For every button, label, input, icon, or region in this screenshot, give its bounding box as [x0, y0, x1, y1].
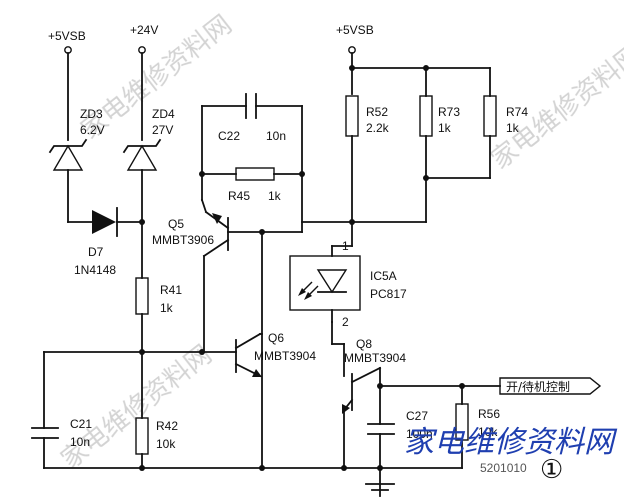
resistor-r45: R45 1k	[201, 167, 303, 203]
component-value: 1k	[506, 121, 520, 135]
component-ref: ZD3	[80, 107, 103, 121]
component-value: 1N4148	[74, 263, 116, 277]
component-ref: R45	[228, 189, 250, 203]
resistor-r73: R73 1k	[301, 67, 460, 223]
resistor-r52: R52 2.2k	[345, 95, 390, 247]
component-value: 1k	[160, 301, 174, 315]
zener-zd4: ZD4 27V	[122, 107, 175, 279]
rail-label: +5VSB	[48, 29, 86, 43]
diode-d7: D7 1N4148	[74, 207, 145, 277]
component-ref: IC5A	[370, 269, 397, 283]
zener-diode-icon	[126, 144, 158, 171]
signal-label: 开/待机控制	[506, 380, 570, 394]
component-ref: C22	[218, 129, 240, 143]
rail-5vsb-right: +5VSB	[336, 23, 491, 95]
capacitor-c22: C22 10n	[201, 93, 303, 143]
resistor-icon	[345, 95, 359, 137]
zener-diode-icon	[52, 144, 84, 171]
rail-24v: +24V	[130, 23, 158, 141]
watermark-text: 家电维修资料网	[56, 340, 218, 476]
component-ref: C21	[70, 417, 92, 431]
junction-dot	[139, 465, 145, 471]
component-value: 1k	[438, 121, 452, 135]
watermark-url: 5201010	[480, 461, 527, 475]
component-value: 27V	[152, 123, 173, 137]
optocoupler-ic5a: 1 2 IC5A PC817	[289, 239, 407, 329]
resistor-icon	[235, 167, 275, 181]
resistor-r74: R74 1k	[425, 67, 528, 179]
capacitor-c21: C21 10n	[31, 351, 92, 469]
rail-5vsb-left: +5VSB	[48, 29, 86, 141]
component-ref: D7	[88, 245, 104, 259]
component-value: 10n	[70, 435, 90, 449]
component-ref: Q5	[168, 217, 184, 231]
junction-dot	[349, 65, 355, 71]
resistor-icon	[483, 95, 497, 137]
resistor-r41: R41 1k	[135, 277, 182, 419]
component-ref: R42	[156, 419, 178, 433]
component-value: 10k	[478, 425, 498, 439]
component-value: MMBT3906	[152, 233, 214, 247]
rail-label: +5VSB	[336, 23, 374, 37]
component-value: 10n	[266, 129, 286, 143]
junction-dot	[139, 349, 145, 355]
component-value: 100n	[406, 427, 433, 441]
component-ref: R56	[478, 407, 500, 421]
zener-zd3: ZD3 6.2V	[48, 107, 105, 223]
component-value: MMBT3904	[254, 349, 316, 363]
component-value: 10k	[156, 437, 176, 451]
component-value: MMBT3904	[344, 351, 406, 365]
component-value: 6.2V	[80, 123, 105, 137]
optocoupler-icon	[289, 255, 361, 311]
transistor-q6: Q6 MMBT3904	[234, 331, 316, 378]
component-value: PC817	[370, 287, 407, 301]
figure-number: ①	[540, 455, 563, 485]
resistor-icon	[135, 277, 149, 315]
watermark-layer: 家电维修资料网 家电维修资料网 家电维修资料网	[56, 10, 624, 476]
component-ref: R73	[438, 105, 460, 119]
transistor-q8: Q8 MMBT3904	[342, 337, 406, 469]
component-ref: C27	[406, 409, 428, 423]
junction-dot	[139, 219, 145, 225]
control-signal-port: 开/待机控制	[499, 377, 602, 395]
component-ref: Q8	[356, 337, 372, 351]
signal-arrow-icon	[499, 377, 602, 395]
component-ref: R74	[506, 105, 528, 119]
watermark-brand: 家电维修资料网	[404, 425, 618, 460]
component-value: 2.2k	[366, 121, 390, 135]
resistor-r56: R56 10k	[379, 385, 500, 469]
component-ref: R52	[366, 105, 388, 119]
component-ref: R41	[160, 283, 182, 297]
transistor-q5: Q5 MMBT3906	[152, 198, 303, 353]
diode-icon	[92, 210, 116, 234]
pin-label: 2	[342, 315, 349, 329]
rail-label: +24V	[130, 23, 158, 37]
resistor-r42: R42 10k	[135, 417, 178, 469]
component-ref: Q6	[268, 331, 284, 345]
resistor-icon	[419, 95, 433, 137]
component-ref: ZD4	[152, 107, 175, 121]
junction-dot	[377, 465, 383, 471]
component-value: 1k	[268, 189, 282, 203]
